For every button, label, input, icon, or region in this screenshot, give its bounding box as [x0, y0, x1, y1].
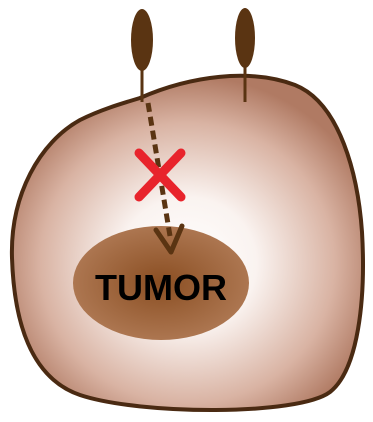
receptor-left [131, 9, 153, 102]
receptor-head [131, 9, 153, 71]
tumor-label: TUMOR [95, 267, 227, 308]
receptor-head [235, 8, 255, 68]
